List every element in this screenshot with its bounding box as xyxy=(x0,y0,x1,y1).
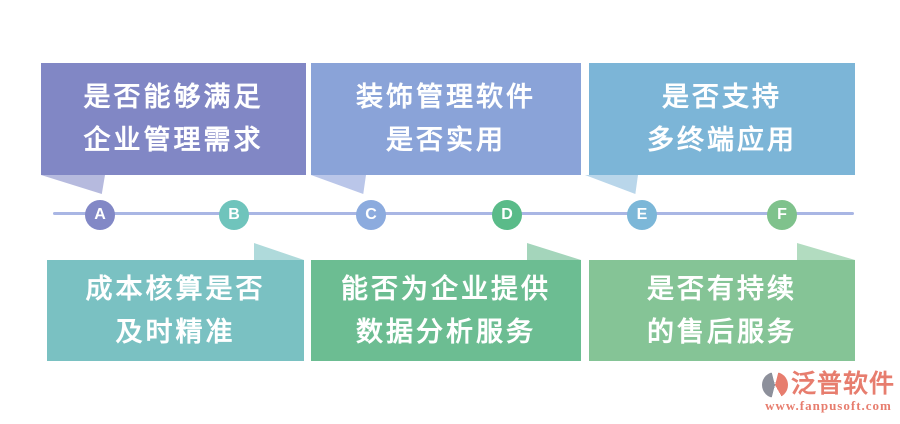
timeline-node-e: E xyxy=(627,200,657,230)
callout-line: 能否为企业提供 xyxy=(341,273,551,304)
callout-line: 企业管理需求 xyxy=(83,125,264,155)
timeline-node-a: A xyxy=(85,200,115,230)
callout-tail-f xyxy=(797,243,855,260)
callout-box-c: 装饰管理软件 是否实用 xyxy=(311,63,581,175)
callout-line: 成本核算是否 xyxy=(85,273,266,304)
callout-tail-d xyxy=(527,243,581,260)
fanpu-logo-url: www.fanpusoft.com xyxy=(765,397,892,413)
fanpu-logo-text: 泛普软件 xyxy=(790,370,895,398)
callout-box-f: 是否有持续 的售后服务 xyxy=(589,260,855,361)
callout-line: 数据分析服务 xyxy=(356,316,536,347)
callout-box-a: 是否能够满足 企业管理需求 xyxy=(41,63,306,175)
node-letter: F xyxy=(777,206,787,223)
timeline-node-b: B xyxy=(219,200,249,230)
callout-box-b: 成本核算是否 及时精准 xyxy=(47,260,304,361)
node-letter: A xyxy=(94,206,106,223)
callout-tail-c xyxy=(311,175,366,194)
callout-tail-a xyxy=(41,175,105,194)
callout-line: 是否支持 xyxy=(662,82,782,112)
node-letter: C xyxy=(365,206,377,223)
callout-box-e: 是否支持 多终端应用 xyxy=(589,63,855,175)
callout-line: 多终端应用 xyxy=(647,125,797,155)
node-letter: E xyxy=(636,206,648,223)
callout-tail-e xyxy=(585,175,638,194)
callout-line: 及时精准 xyxy=(115,316,236,347)
node-letter: B xyxy=(228,206,240,223)
callout-line: 是否能够满足 xyxy=(83,82,264,112)
fanpu-watermark: 泛普软件 www.fanpusoft.com xyxy=(761,370,895,414)
fanpu-logo-row: 泛普软件 xyxy=(761,370,895,399)
fanpu-logo-icon xyxy=(761,371,788,398)
timeline-node-f: F xyxy=(767,200,797,230)
callout-line: 的售后服务 xyxy=(647,316,797,347)
callout-line: 是否实用 xyxy=(386,125,506,155)
callout-line: 装饰管理软件 xyxy=(356,82,536,112)
timeline-line xyxy=(53,212,854,215)
callout-line: 是否有持续 xyxy=(647,273,797,304)
timeline-node-c: C xyxy=(356,200,386,230)
timeline-node-d: D xyxy=(492,200,522,230)
callout-tail-b xyxy=(254,243,304,260)
callout-box-d: 能否为企业提供 数据分析服务 xyxy=(311,260,581,361)
node-letter: D xyxy=(501,206,513,223)
